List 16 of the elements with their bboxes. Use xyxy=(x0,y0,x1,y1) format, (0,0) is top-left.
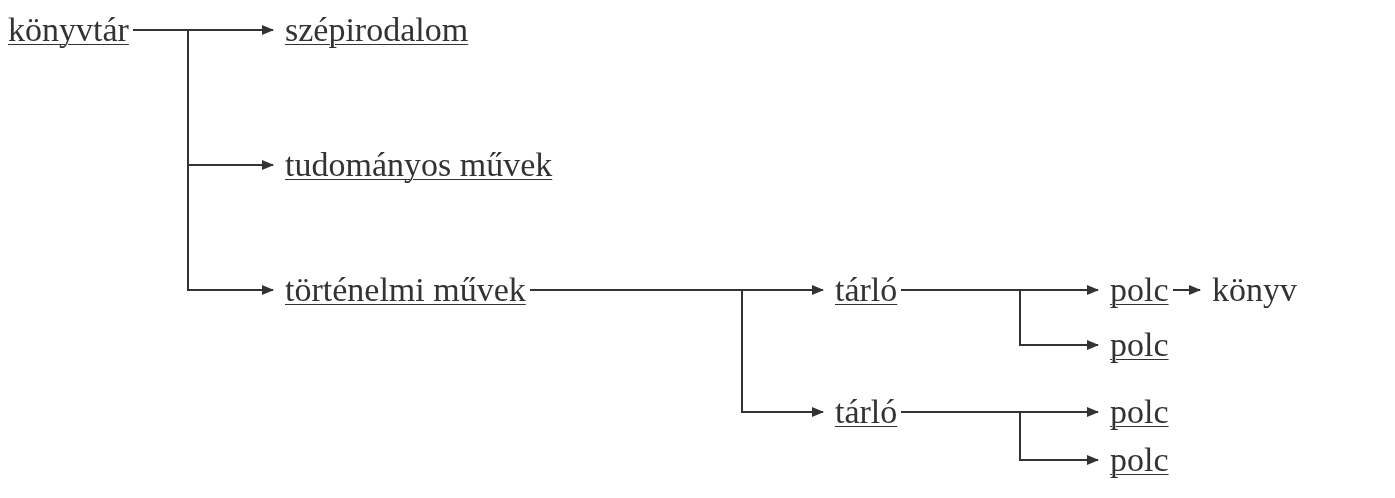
arrow xyxy=(132,29,274,295)
node-label: polc xyxy=(1110,325,1169,365)
node-label: tudományos művek xyxy=(285,145,553,185)
node-label: polc xyxy=(1110,270,1169,310)
node-label: polc xyxy=(1110,392,1169,432)
node-label: könyvtár xyxy=(8,10,129,50)
arrow xyxy=(900,411,1099,465)
node-label: tárló xyxy=(835,392,898,432)
node-label: szépirodalom xyxy=(285,10,469,50)
node-label: tárló xyxy=(835,270,898,310)
arrow xyxy=(529,289,824,417)
node-label: könyv xyxy=(1212,270,1297,310)
node-label: polc xyxy=(1110,440,1169,480)
arrow xyxy=(900,289,1099,350)
node-label: történelmi művek xyxy=(285,270,526,310)
arrow xyxy=(1172,285,1201,295)
